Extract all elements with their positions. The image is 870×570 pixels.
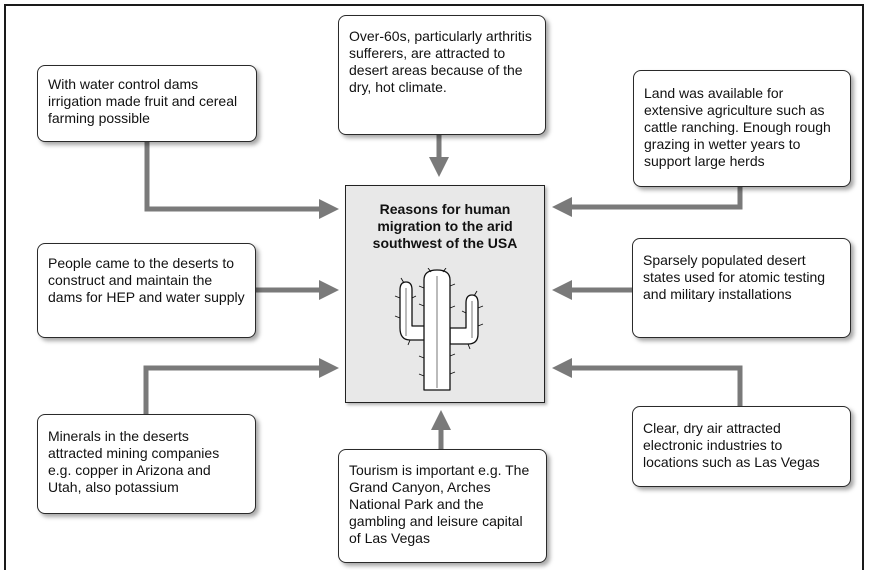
arrow-bottom-right (552, 358, 743, 406)
reason-mining-text: Minerals in the deserts attracted mining… (48, 428, 220, 495)
reason-electronics-box: Clear, dry air attracted electronic indu… (632, 406, 851, 487)
reason-dams-box: People came to the deserts to construct … (37, 243, 256, 338)
reason-tourism-text: Tourism is important e.g. The Grand Cany… (349, 462, 530, 546)
reason-climate-box: Over-60s, particularly arthritis suffere… (338, 15, 546, 135)
reason-tourism-box: Tourism is important e.g. The Grand Cany… (338, 449, 547, 563)
reason-military-box: Sparsely populated desert states used fo… (632, 238, 851, 338)
reason-irrigation-box: With water control dams irrigation made … (37, 65, 257, 142)
reason-dams-text: People came to the deserts to construct … (48, 255, 245, 305)
central-topic-title: Reasons for human migration to the arid … (372, 201, 518, 251)
arrow-top-left (144, 142, 339, 219)
reason-electronics-text: Clear, dry air attracted electronic indu… (643, 420, 820, 470)
reason-ranching-box: Land was available for extensive agricul… (633, 70, 851, 187)
diagram-frame (4, 4, 864, 570)
reason-ranching-text: Land was available for extensive agricul… (644, 85, 831, 169)
reason-mining-box: Minerals in the deserts attracted mining… (37, 414, 256, 514)
reason-climate-text: Over-60s, particularly arthritis suffere… (349, 28, 532, 95)
reason-irrigation-text: With water control dams irrigation made … (48, 76, 238, 126)
arrow-bottom-left (143, 358, 339, 414)
reason-military-text: Sparsely populated desert states used fo… (643, 252, 826, 302)
cactus-icon (394, 268, 484, 391)
arrow-top-right (552, 187, 743, 217)
central-topic-box: Reasons for human migration to the arid … (345, 185, 545, 403)
